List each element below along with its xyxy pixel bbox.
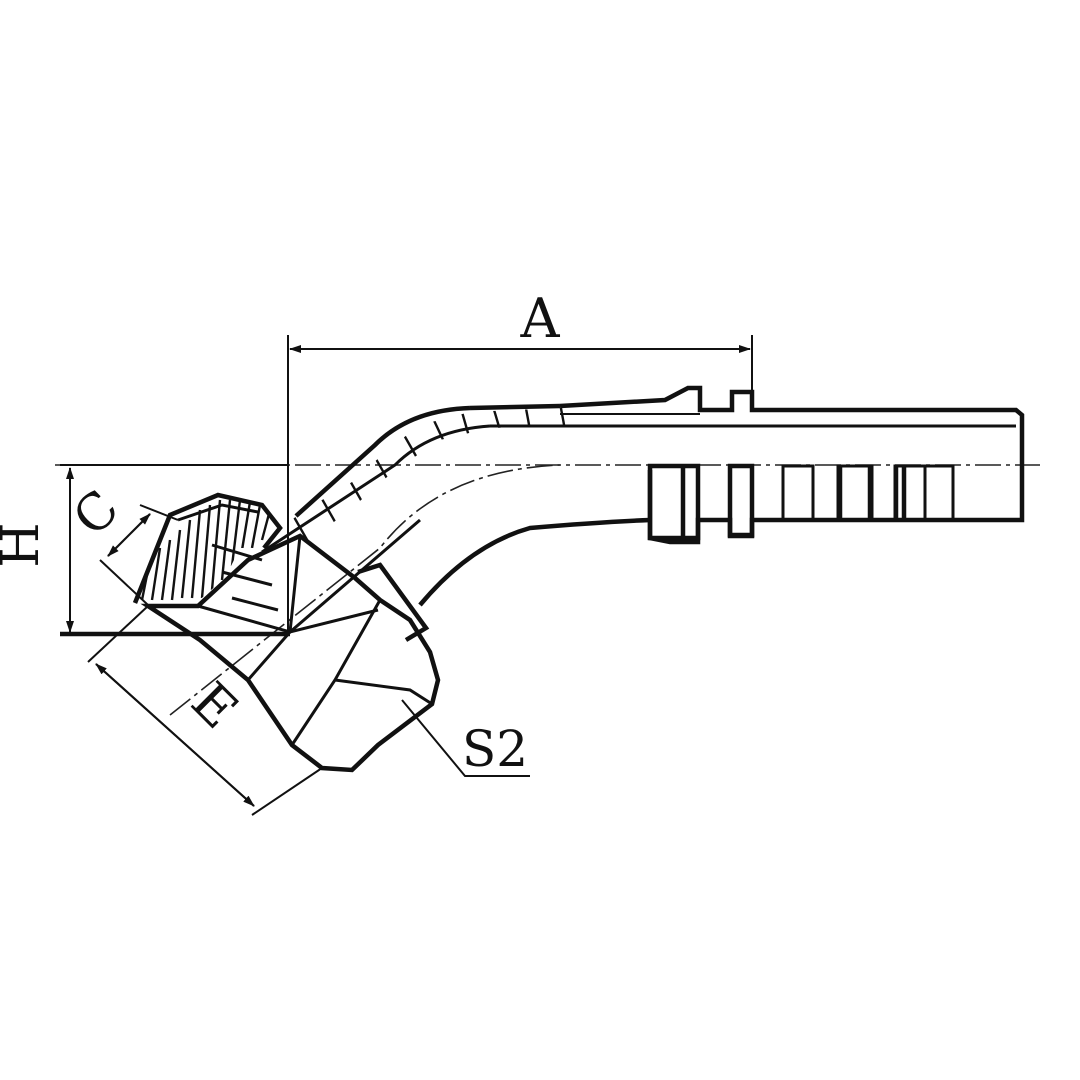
fitting-shank [469,385,1025,545]
label-a: A [520,287,561,350]
hex-nut-edge-4 [334,678,433,706]
dimension-s2: S2 [401,699,530,778]
hex-nut [140,533,441,773]
hex-nut-outline [140,533,441,773]
label-c: C [62,479,130,547]
bend-hatching [288,408,567,546]
label-h: H [0,522,51,567]
cap-outline [132,492,283,604]
shank-ribs [647,463,955,541]
label-s2: S2 [462,720,528,778]
cap-inner-outline [177,503,259,522]
bend-tube [169,405,651,716]
shank-top-edge [469,403,561,411]
bend-inner-curve [418,517,651,607]
dimension-a: A [287,287,753,634]
nut-cap-section [132,492,283,612]
dimension-h: H [0,464,290,637]
cap-hatching [140,499,272,601]
bend-outer-curve [294,405,471,518]
shank-bottom-outline [647,470,1016,545]
bend-bore-curve [261,424,491,554]
nut-flange [357,562,430,642]
bend-center-line [169,464,561,716]
label-e: E [179,671,248,740]
shank-top-outline [559,385,1025,523]
